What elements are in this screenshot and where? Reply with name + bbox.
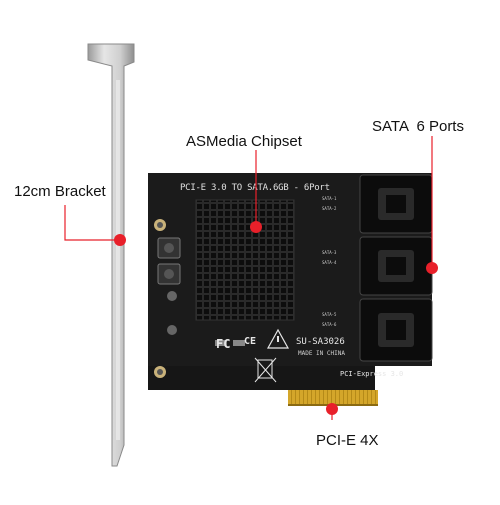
callout-marker-icon [114,221,438,415]
origin-text: MADE IN CHINA [298,350,345,357]
weee-bin-icon [254,357,277,383]
heatsink [195,199,295,321]
sata-connector [359,174,433,234]
bracket-callout: 12cm Bracket [14,183,106,200]
pcie-callout: PCI-E 4X [316,432,379,449]
port-label: SATA-4 [322,260,337,265]
port-silkscreen: SATA-1 SATA-2 SATA-3 SATA-4 SATA-5 SATA-… [322,196,337,327]
port-label: SATA-1 [322,196,337,201]
metal-bracket [87,43,135,467]
fc-mark-icon: FC [216,337,230,351]
ce-mark-icon: CE [244,336,256,347]
onboard-component [157,237,245,346]
port-label: SATA-5 [322,312,337,317]
sata-connector [359,236,433,296]
model-number: SU-SA3026 [296,337,345,347]
board-title: PCI-E 3.0 TO SATA.6GB - 6Port [180,183,330,193]
port-label: SATA-3 [322,250,337,255]
svg-text:FC: FC [216,337,230,351]
interface-text: PCI-Express 3.0 [340,370,403,378]
sata-ports-callout: SATA 6 Ports [372,118,464,135]
svg-text:CE: CE [244,336,256,347]
port-label: SATA-2 [322,206,337,211]
esd-warning-icon [266,328,290,349]
sata-connector [359,298,433,362]
chipset-callout: ASMedia Chipset [186,133,302,150]
mounting-hole [154,219,166,378]
port-label: SATA-6 [322,322,337,327]
